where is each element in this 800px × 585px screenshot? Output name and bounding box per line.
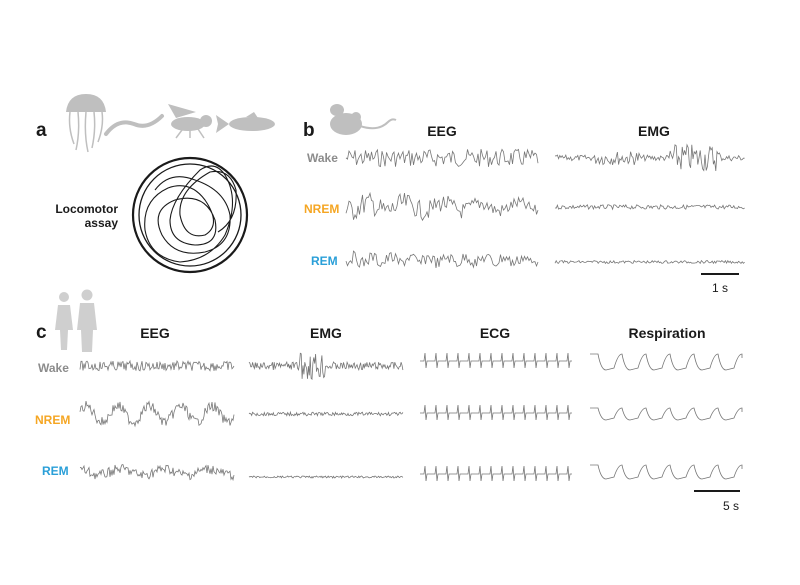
panel-a-label: a: [36, 120, 47, 141]
c-trace-ecg-nrem: [420, 404, 572, 421]
fly-icon: [168, 104, 212, 139]
c-col-respiration: Respiration: [628, 325, 705, 341]
locomotor-assay-dish: [131, 156, 249, 274]
b-trace-emg-rem: [554, 259, 745, 265]
c-col-emg: EMG: [310, 325, 342, 341]
human-female-icon: [55, 292, 73, 350]
c-trace-emg-wake: [248, 352, 404, 381]
mouse-icon: [330, 104, 397, 135]
c-trace-eeg-rem: [79, 464, 235, 482]
c-state-nrem: NREM: [35, 413, 70, 427]
c-trace-respiration-rem: [590, 464, 743, 480]
c-trace-ecg-wake: [420, 352, 572, 369]
c-trace-eeg-wake: [79, 359, 235, 372]
b-trace-eeg-rem: [345, 250, 539, 269]
c-col-ecg: ECG: [480, 325, 510, 341]
b-state-rem: REM: [311, 254, 338, 268]
c-trace-respiration-wake: [590, 353, 743, 371]
assay-label-line1: Locomotor: [55, 202, 118, 216]
c-state-wake: Wake: [38, 361, 69, 375]
jellyfish-icon: [66, 94, 106, 153]
b-col-emg: EMG: [638, 123, 670, 139]
panel-c-label: c: [36, 322, 47, 343]
c-trace-ecg-rem: [420, 465, 572, 482]
c-col-eeg: EEG: [140, 325, 170, 341]
fish-icon: [216, 112, 275, 133]
c-trace-emg-rem: [248, 475, 404, 479]
assay-label-line2: assay: [85, 216, 119, 230]
b-state-nrem: NREM: [304, 202, 339, 216]
panel-c-traces: [79, 352, 743, 482]
panel-b-label: b: [303, 120, 315, 141]
b-trace-emg-nrem: [554, 203, 745, 211]
panel-b-traces: [345, 143, 745, 269]
c-state-rem: REM: [42, 464, 69, 478]
human-male-icon: [77, 289, 97, 352]
c-trace-respiration-nrem: [590, 407, 743, 421]
b-trace-emg-wake: [554, 143, 745, 172]
b-trace-eeg-nrem: [345, 191, 539, 222]
worm-icon: [104, 114, 164, 136]
b-scale-label: 1 s: [712, 281, 728, 295]
b-state-wake: Wake: [307, 151, 338, 165]
locomotor-track: [144, 165, 237, 263]
c-trace-eeg-nrem: [79, 400, 235, 428]
c-scale-label: 5 s: [723, 499, 739, 513]
b-trace-eeg-wake: [345, 148, 539, 168]
c-trace-emg-nrem: [248, 410, 404, 417]
b-col-eeg: EEG: [427, 123, 457, 139]
